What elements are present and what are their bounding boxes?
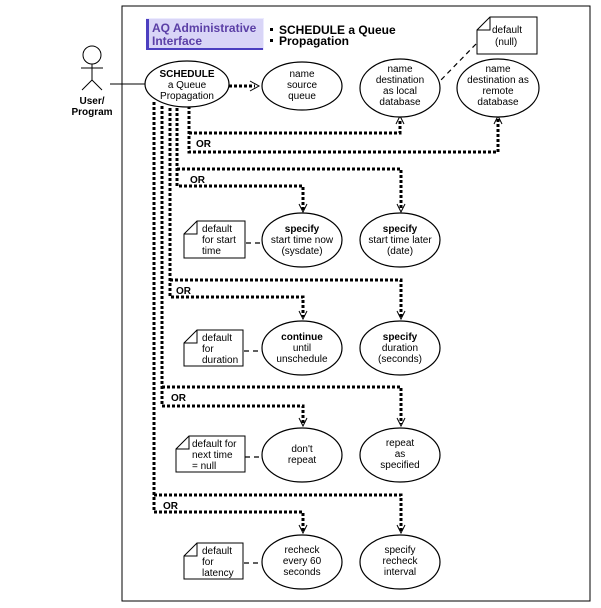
use-case-continue-until-unschedule[interactable]: continue until unschedule: [261, 320, 343, 376]
use-case-destination-remote[interactable]: name destination as remote database: [456, 58, 540, 118]
svg-text:recheck: recheck: [284, 545, 320, 556]
svg-text:don't: don't: [291, 444, 313, 455]
svg-text:remote: remote: [482, 86, 514, 97]
svg-text:default: default: [202, 224, 232, 235]
note-icon: [183, 542, 244, 580]
svg-text:interval: interval: [384, 567, 416, 578]
heading-bullet-icon: [270, 28, 273, 31]
svg-text:specify: specify: [383, 224, 418, 235]
actor-label-1: User/: [79, 96, 104, 107]
use-case-specify-recheck-interval[interactable]: specify recheck interval: [359, 534, 441, 590]
svg-text:start time now: start time now: [271, 235, 334, 246]
svg-text:destination as: destination as: [467, 75, 529, 86]
note-icon: [476, 16, 538, 55]
flow-lines: [152, 80, 503, 535]
use-case-start-time-now[interactable]: specify start time now (sysdate): [261, 212, 343, 268]
note-icon: [183, 329, 244, 367]
svg-text:unschedule: unschedule: [276, 354, 328, 365]
or-label-start-time: OR: [190, 175, 206, 186]
svg-text:= null: = null: [192, 461, 216, 472]
svg-text:as local: as local: [383, 86, 417, 97]
or-label-latency: OR: [163, 501, 179, 512]
use-case-schedule-propagation[interactable]: SCHEDULE a Queue Propagation: [144, 60, 230, 108]
svg-text:latency: latency: [202, 568, 234, 579]
svg-text:Propagation: Propagation: [160, 91, 214, 102]
heading-line-1: SCHEDULE a Queue: [279, 23, 396, 37]
use-case-destination-local[interactable]: name destination as local database: [359, 58, 441, 118]
svg-text:default: default: [202, 333, 232, 344]
or-label-duration: OR: [176, 286, 192, 297]
svg-text:for: for: [202, 557, 214, 568]
svg-text:specified: specified: [380, 460, 419, 471]
title-box-bg: [146, 18, 264, 50]
svg-text:(sysdate): (sysdate): [281, 246, 322, 257]
actor-head-icon: [82, 45, 102, 65]
actor-user-program: User/ Program: [71, 45, 113, 118]
heading-bullet-icon: [270, 39, 273, 42]
note-destination-default: default (null): [476, 16, 538, 55]
actor-label-2: Program: [71, 107, 112, 118]
svg-text:name: name: [387, 64, 412, 75]
heading-line-2: Propagation: [279, 34, 349, 48]
svg-text:default: default: [202, 546, 232, 557]
or-label-destination: OR: [196, 139, 212, 150]
svg-text:repeat: repeat: [288, 455, 317, 466]
note-start-time-default: default for start time: [183, 220, 246, 259]
svg-text:SCHEDULE: SCHEDULE: [159, 69, 214, 80]
svg-text:every 60: every 60: [283, 556, 322, 567]
svg-text:repeat: repeat: [386, 438, 415, 449]
svg-text:database: database: [477, 97, 519, 108]
svg-text:continue: continue: [281, 332, 323, 343]
svg-text:time: time: [202, 246, 221, 257]
svg-text:default: default: [492, 25, 522, 36]
svg-text:database: database: [379, 97, 421, 108]
title-box: AQ Administrative Interface: [146, 18, 264, 50]
note-next-time-default: default for next time = null: [175, 435, 246, 473]
svg-text:start time later: start time later: [368, 235, 432, 246]
svg-text:as: as: [395, 449, 406, 460]
note-icon: [175, 435, 246, 473]
use-case-name-source-queue[interactable]: name source queue: [261, 61, 343, 111]
svg-text:name: name: [289, 69, 314, 80]
svg-text:(null): (null): [495, 37, 517, 48]
svg-text:destination: destination: [376, 75, 424, 86]
use-case-dont-repeat[interactable]: don't repeat: [261, 427, 343, 483]
svg-text:specify: specify: [285, 224, 320, 235]
svg-text:next time: next time: [192, 450, 233, 461]
use-case-recheck-every-60[interactable]: recheck every 60 seconds: [261, 534, 343, 590]
title-line-1: AQ Administrative: [152, 21, 257, 35]
svg-text:(seconds): (seconds): [378, 354, 422, 365]
svg-text:default for: default for: [192, 439, 237, 450]
title-line-2: Interface: [152, 34, 202, 48]
svg-text:seconds: seconds: [283, 567, 320, 578]
svg-text:duration: duration: [382, 343, 418, 354]
use-case-repeat-as-specified[interactable]: repeat as specified: [359, 427, 441, 483]
svg-text:(date): (date): [387, 246, 413, 257]
svg-text:source: source: [287, 80, 317, 91]
use-case-specify-duration[interactable]: specify duration (seconds): [359, 320, 441, 376]
svg-text:name: name: [485, 64, 510, 75]
diagram-frame: [121, 5, 591, 602]
note-duration-default: default for duration: [183, 329, 244, 367]
svg-text:for start: for start: [202, 235, 236, 246]
svg-text:queue: queue: [288, 91, 316, 102]
note-icon: [183, 220, 246, 259]
svg-text:specify: specify: [384, 545, 415, 556]
svg-text:specify: specify: [383, 332, 418, 343]
note-latency-default: default for latency: [183, 542, 244, 580]
use-case-start-time-later[interactable]: specify start time later (date): [359, 212, 441, 268]
svg-text:recheck: recheck: [382, 556, 418, 567]
svg-text:duration: duration: [202, 355, 238, 366]
svg-text:for: for: [202, 344, 214, 355]
or-label-repeat: OR: [171, 393, 187, 404]
svg-text:a Queue: a Queue: [168, 80, 207, 91]
svg-text:until: until: [293, 343, 311, 354]
